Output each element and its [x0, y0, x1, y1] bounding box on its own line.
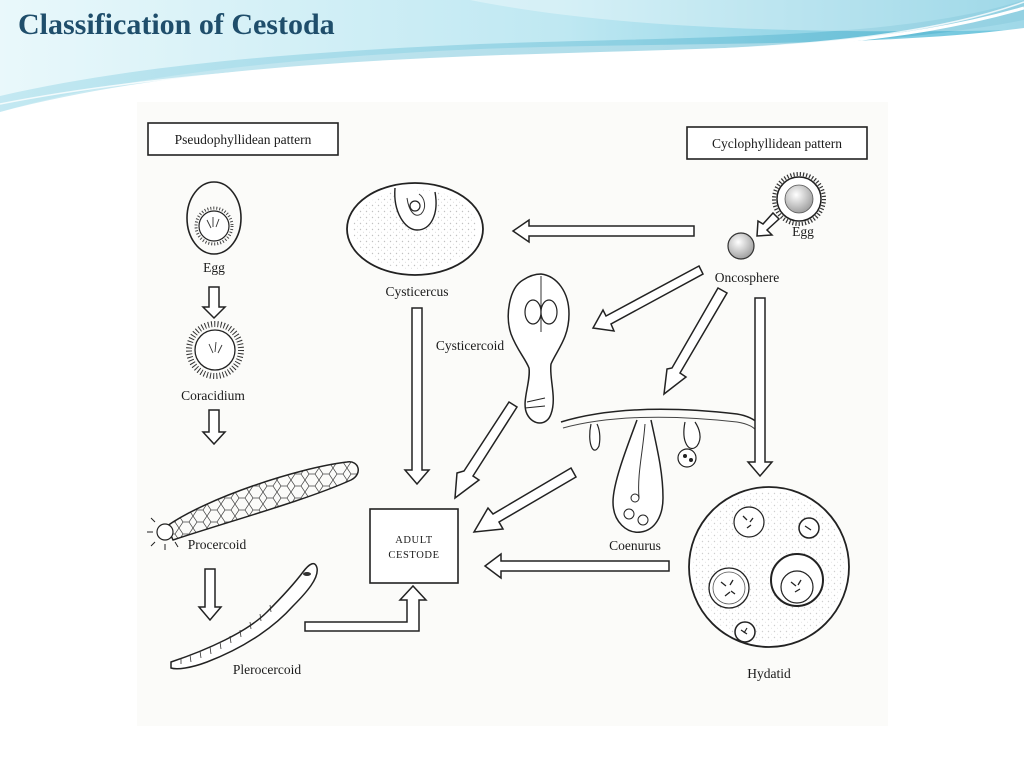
arrow-cysticercoid-to-adult — [454, 400, 519, 500]
hydatid-label: Hydatid — [747, 666, 791, 681]
cyclophyllidean-pattern-label: Cyclophyllidean pattern — [712, 136, 842, 151]
plerocercoid-label: Plerocercoid — [233, 662, 301, 677]
procercoid-illustration — [147, 461, 359, 550]
arrow-coracidium-to-procercoid — [201, 409, 227, 446]
cysticercoid-illustration — [507, 273, 570, 424]
plerocercoid-illustration — [170, 562, 318, 670]
arrow-egg-to-coracidium — [201, 286, 227, 320]
coenurus-label: Coenurus — [609, 538, 661, 553]
oncosphere-label: Oncosphere — [715, 270, 779, 285]
pseudophyllidean-pattern-box: Pseudophyllidean pattern — [147, 122, 339, 156]
life-cycle-diagram: Pseudophyllidean pattern Cyclophyllidean… — [147, 122, 868, 681]
arrow-cysticercus-to-adult — [403, 307, 431, 486]
arrow-oncosphere-to-cysticercoid — [591, 264, 704, 332]
hydatid-illustration — [688, 486, 850, 648]
coracidium-label: Coracidium — [181, 388, 245, 403]
cysticercus-illustration — [346, 182, 484, 276]
arrow-egg-to-oncosphere — [756, 211, 781, 237]
arrow-hydatid-to-adult — [483, 552, 670, 580]
egg-left-label: Egg — [203, 260, 225, 275]
egg-right-label: Egg — [792, 224, 814, 239]
arrow-procercoid-to-plerocercoid — [197, 568, 223, 622]
arrow-oncosphere-to-coenurus — [663, 286, 729, 396]
slide-title: Classification of Cestoda — [18, 8, 335, 41]
adult-cestode-box: Adult cestode — [369, 508, 459, 584]
procercoid-label: Procercoid — [188, 537, 247, 552]
oncosphere-illustration — [727, 232, 755, 260]
adult-label-line1: Adult — [395, 535, 433, 546]
arrow-oncosphere-to-cysticercus — [511, 218, 695, 244]
pseudophyllidean-pattern-label: Pseudophyllidean pattern — [175, 132, 312, 147]
cestode-life-cycle-figure: Pseudophyllidean pattern Cyclophyllidean… — [137, 102, 888, 726]
header-banner — [0, 0, 1024, 116]
arrow-plerocercoid-to-adult — [304, 584, 428, 632]
egg-right-illustration — [772, 172, 826, 226]
coenurus-illustration — [560, 408, 760, 533]
cysticercoid-label: Cysticercoid — [436, 338, 504, 353]
arrow-coenurus-to-adult — [472, 466, 578, 533]
arrow-oncosphere-to-hydatid — [746, 297, 774, 478]
egg-left-illustration — [186, 181, 242, 255]
coracidium-illustration — [186, 321, 244, 379]
adult-label-line2: cestode — [388, 550, 439, 561]
cysticercus-label: Cysticercus — [386, 284, 449, 299]
cyclophyllidean-pattern-box: Cyclophyllidean pattern — [686, 126, 868, 160]
